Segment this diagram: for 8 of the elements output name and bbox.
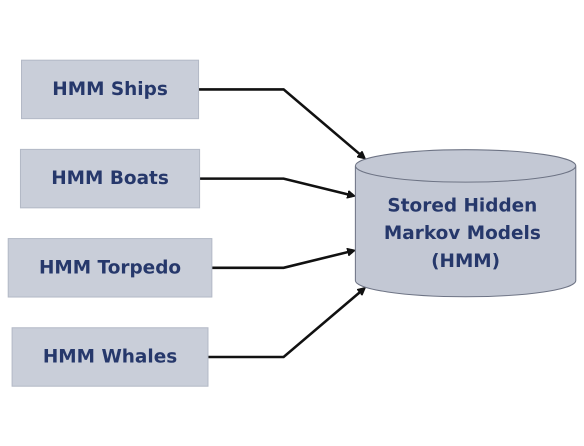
arrow (198, 88, 366, 160)
node-box: HMM Whales (12, 327, 208, 387)
node-box: HMM Ships (21, 59, 200, 119)
node-box: HMM Torpedo (8, 238, 212, 298)
node-box: HMM Boats (20, 148, 200, 208)
arrow (208, 286, 366, 358)
arrow (200, 177, 356, 198)
arrow (212, 248, 356, 269)
